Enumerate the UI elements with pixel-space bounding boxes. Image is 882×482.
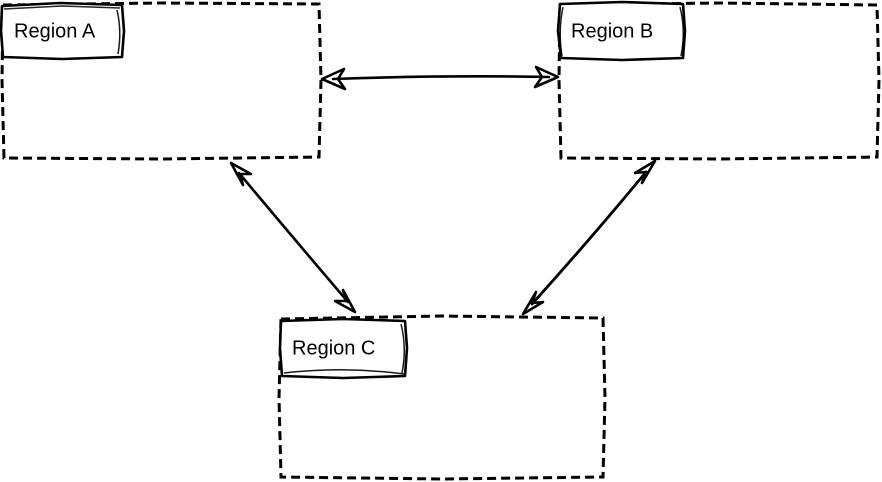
- connection-a-b[interactable]: [320, 65, 560, 91]
- connection-a-c[interactable]: [229, 161, 357, 314]
- connection-b-c-arrowhead-bottom: [521, 290, 545, 316]
- region-b-label: Region B: [571, 20, 653, 42]
- connection-a-b-arrowhead-left: [320, 67, 347, 91]
- region-b-group[interactable]: Region B: [556, 0, 881, 161]
- region-a-group[interactable]: Region A: [0, 1, 323, 161]
- region-a-label-box-sketch-accent-2: [116, 9, 121, 55]
- connection-b-c-arrowhead-top: [633, 159, 657, 185]
- region-c-label: Region C: [292, 337, 375, 359]
- region-a-label: Region A: [14, 20, 96, 42]
- region-c-label-box-sketch-accent: [283, 368, 405, 375]
- connection-a-b-arrowhead-right: [533, 65, 560, 89]
- connection-a-c-arrowhead-top: [229, 161, 253, 187]
- connection-b-c[interactable]: [521, 159, 657, 316]
- region-c-label-box-sketch-accent-2: [400, 323, 405, 374]
- region-a-label-box-sketch-accent: [3, 5, 121, 10]
- region-a-frame: [0, 1, 323, 161]
- region-c-group[interactable]: Region C: [277, 314, 607, 481]
- connection-b-c-line: [530, 170, 648, 306]
- connection-a-c-arrowhead-bottom: [333, 288, 357, 314]
- region-b-frame: [557, 1, 881, 161]
- region-c-label-box: [278, 317, 409, 380]
- region-b-label-box-sketch-accent-2: [679, 6, 684, 57]
- region-c-frame: [277, 314, 607, 481]
- connection-a-b-line: [331, 75, 551, 81]
- region-b-label-box-sketch-accent: [559, 6, 564, 57]
- connection-a-c-line: [237, 171, 350, 304]
- region-a-label-box: [0, 1, 126, 61]
- region-b-label-box: [556, 0, 687, 62]
